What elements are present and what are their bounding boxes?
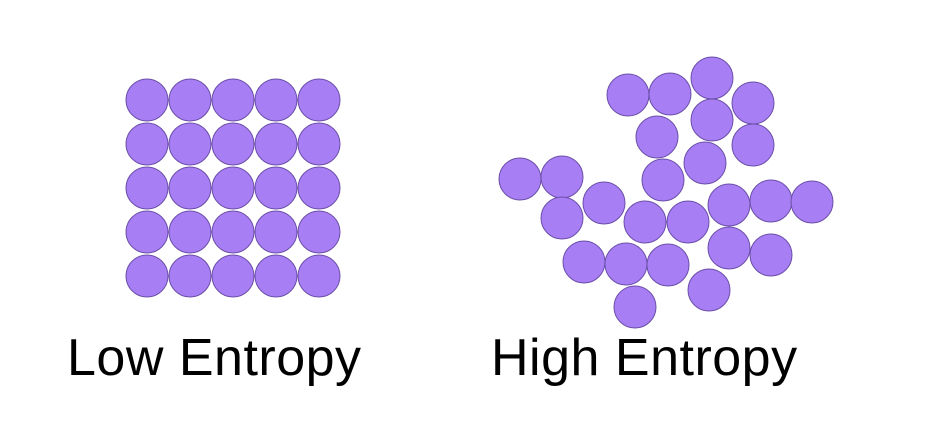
low-entropy-particle: [211, 254, 255, 298]
low-entropy-particle: [211, 78, 255, 122]
low-entropy-particle: [254, 78, 298, 122]
low-entropy-particle: [125, 166, 169, 210]
low-entropy-particle: [297, 254, 341, 298]
high-entropy-particle: [666, 200, 710, 244]
high-entropy-particle: [687, 268, 731, 312]
high-entropy-particle: [623, 200, 667, 244]
low-entropy-label: Low Entropy: [67, 329, 362, 387]
low-entropy-particle: [211, 210, 255, 254]
high-entropy-particle: [690, 98, 734, 142]
low-entropy-particles: [125, 78, 341, 298]
high-entropy-particle: [562, 240, 606, 284]
low-entropy-particle: [125, 78, 169, 122]
high-entropy-particle: [683, 141, 727, 185]
low-entropy-particle: [254, 166, 298, 210]
high-entropy-particle: [790, 180, 834, 224]
low-entropy-particle: [125, 210, 169, 254]
high-entropy-particle: [606, 73, 650, 117]
low-entropy-particle: [297, 210, 341, 254]
high-entropy-particle: [646, 243, 690, 287]
high-entropy-particle: [707, 226, 751, 270]
high-entropy-particle: [498, 157, 542, 201]
low-entropy-particle: [211, 166, 255, 210]
high-entropy-particle: [641, 158, 685, 202]
low-entropy-particle: [297, 78, 341, 122]
high-entropy-particle: [648, 72, 692, 116]
low-entropy-particle: [168, 122, 212, 166]
low-entropy-particle: [254, 122, 298, 166]
high-entropy-particles: [498, 56, 834, 329]
high-entropy-particle: [749, 179, 793, 223]
high-entropy-particle: [731, 81, 775, 125]
low-entropy-panel: Low Entropy: [67, 78, 362, 387]
high-entropy-particle: [749, 233, 793, 277]
low-entropy-particle: [297, 166, 341, 210]
low-entropy-particle: [168, 210, 212, 254]
low-entropy-particle: [168, 254, 212, 298]
high-entropy-particle: [613, 285, 657, 329]
low-entropy-particle: [297, 122, 341, 166]
high-entropy-particle: [635, 115, 679, 159]
high-entropy-particle: [604, 242, 648, 286]
low-entropy-particle: [168, 166, 212, 210]
high-entropy-particle: [582, 181, 626, 225]
high-entropy-particle: [731, 123, 775, 167]
high-entropy-particle: [540, 196, 584, 240]
low-entropy-particle: [254, 210, 298, 254]
low-entropy-particle: [168, 78, 212, 122]
low-entropy-particle: [254, 254, 298, 298]
high-entropy-panel: High Entropy: [470, 0, 932, 432]
high-entropy-particle: [690, 56, 734, 100]
low-entropy-particle: [211, 122, 255, 166]
high-entropy-particle: [540, 155, 584, 199]
low-entropy-particle: [125, 254, 169, 298]
low-entropy-particle: [125, 122, 169, 166]
high-entropy-particle: [707, 183, 751, 227]
high-entropy-label: High Entropy: [491, 329, 798, 387]
